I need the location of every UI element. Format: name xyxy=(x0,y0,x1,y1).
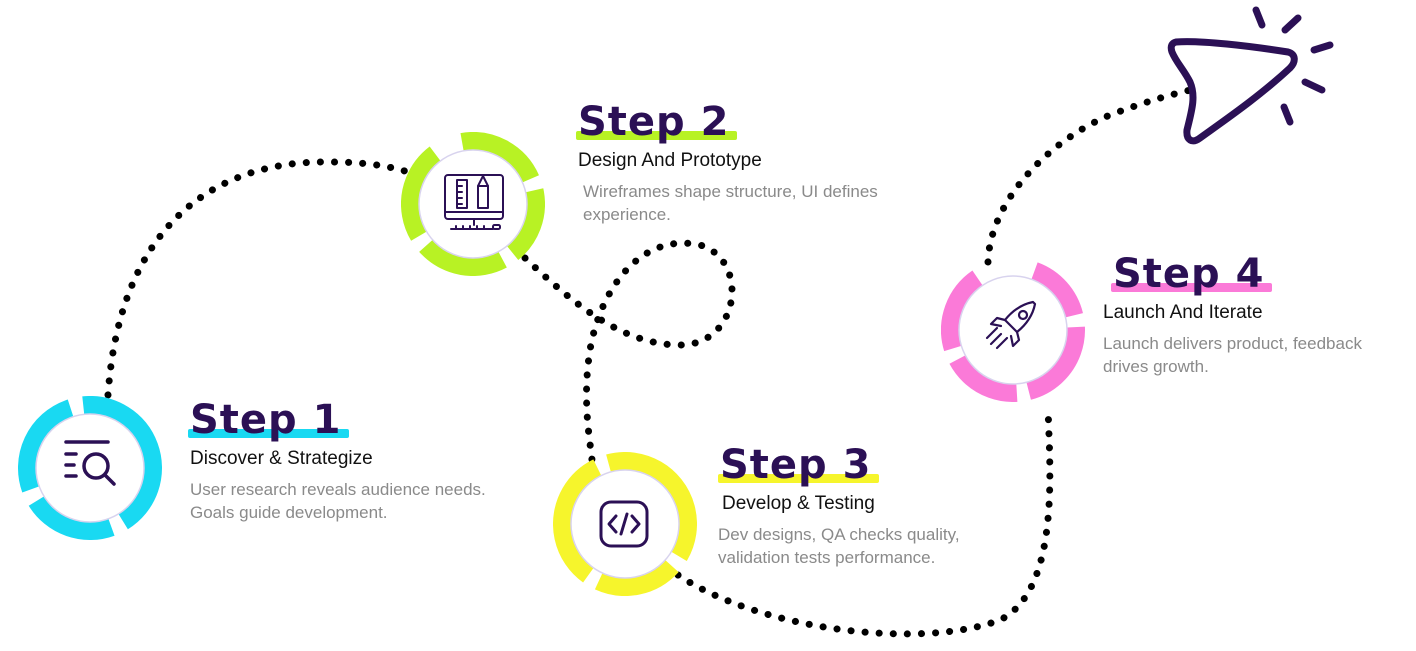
step1-heading-text: Step 1 xyxy=(190,397,342,443)
step4-description: Launch delivers product, feedback drives… xyxy=(1103,332,1362,378)
path-step2-to-step3 xyxy=(521,239,736,464)
step1-description: User research reveals audience needs. Go… xyxy=(190,478,486,524)
step2-desc-line2: experience. xyxy=(583,205,671,224)
step3-title: Develop & Testing xyxy=(722,493,875,514)
step3-heading-text: Step 3 xyxy=(720,442,872,488)
step4-heading: Step 4 xyxy=(1111,251,1273,297)
step3-heading: Step 3 xyxy=(718,442,880,488)
step2-heading: Step 2 xyxy=(576,99,738,145)
rocket-icon xyxy=(985,300,1037,350)
paper-plane-icon xyxy=(1167,6,1334,145)
step4-desc-line2: drives growth. xyxy=(1103,357,1209,376)
search-list-icon xyxy=(64,440,116,486)
step1-title: Discover & Strategize xyxy=(190,448,373,469)
design-monitor-icon xyxy=(444,174,504,230)
step2-block: Step 2 Design And Prototype Wireframes s… xyxy=(576,99,878,226)
step1-block: Step 1 Discover & Strategize User resear… xyxy=(188,397,486,524)
code-icon xyxy=(599,500,649,548)
step3-desc-line2: validation tests performance. xyxy=(718,548,936,567)
path-step4-to-plane xyxy=(984,84,1204,266)
step2-desc-line1: Wireframes shape structure, UI defines xyxy=(583,182,878,201)
step4-circle xyxy=(941,258,1085,402)
step3-block: Step 3 Develop & Testing Dev designs, QA… xyxy=(718,442,960,569)
step4-block: Step 4 Launch And Iterate Launch deliver… xyxy=(1103,251,1362,378)
step2-title: Design And Prototype xyxy=(578,150,762,171)
step4-title: Launch And Iterate xyxy=(1103,302,1263,323)
step3-description: Dev designs, QA checks quality, validati… xyxy=(718,523,960,569)
step4-desc-line1: Launch delivers product, feedback xyxy=(1103,334,1362,353)
step1-circle xyxy=(18,396,162,540)
step1-heading: Step 1 xyxy=(188,397,350,443)
step3-circle xyxy=(553,452,697,596)
step1-desc-line1: User research reveals audience needs. xyxy=(190,480,486,499)
step2-circle xyxy=(401,132,545,276)
step4-heading-text: Step 4 xyxy=(1113,251,1265,297)
path-step1-to-step2 xyxy=(104,158,444,399)
step3-desc-line1: Dev designs, QA checks quality, xyxy=(718,525,960,544)
step1-desc-line2: Goals guide development. xyxy=(190,503,388,522)
path-step3-to-step4 xyxy=(674,404,1054,638)
step2-heading-text: Step 2 xyxy=(578,99,730,145)
step2-description: Wireframes shape structure, UI defines e… xyxy=(583,180,878,226)
